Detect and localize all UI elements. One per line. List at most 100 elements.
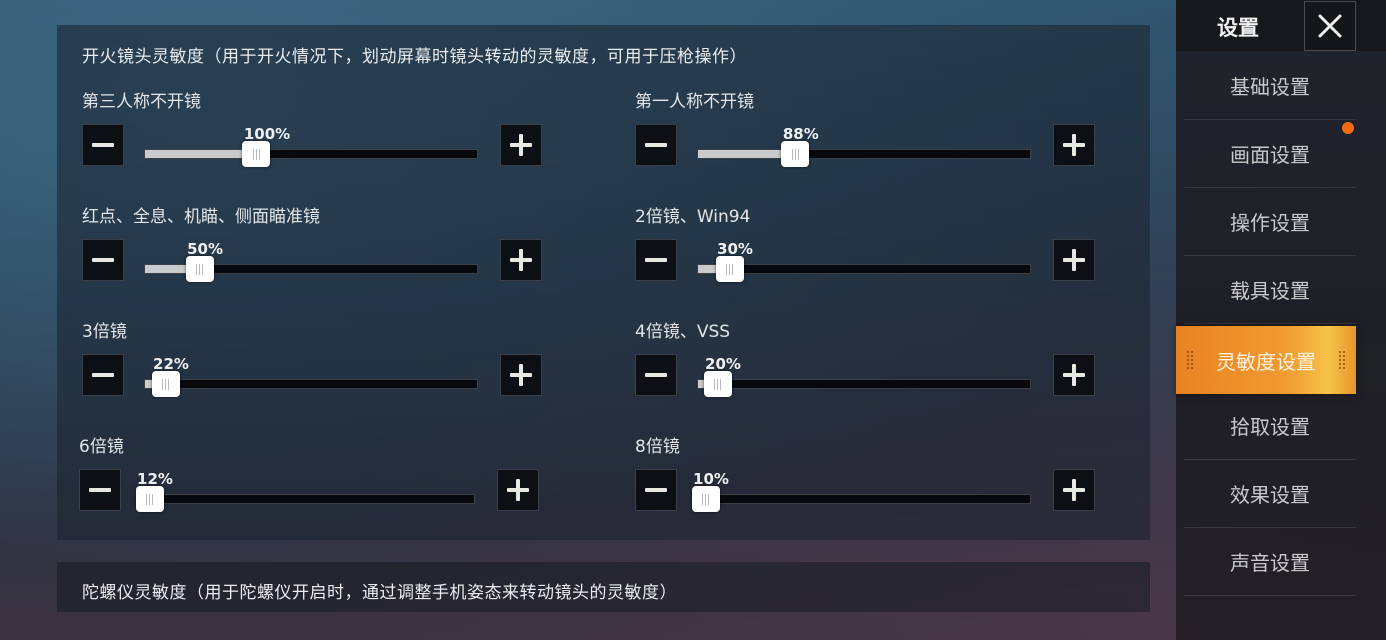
increase-button[interactable] [1053, 469, 1095, 511]
plus-icon-vertical [519, 364, 523, 386]
decrease-button[interactable] [635, 469, 677, 511]
sidebar-item-label: 载具设置 [1230, 279, 1310, 303]
plus-icon-vertical [516, 479, 520, 501]
plus-icon-vertical [519, 134, 523, 156]
slider-value: 12% [137, 470, 173, 488]
sidebar-item-7[interactable]: 声音设置 [1184, 528, 1356, 596]
sidebar-item-5[interactable]: 拾取设置 [1184, 392, 1356, 460]
minus-icon [92, 373, 114, 377]
increase-button[interactable] [1053, 239, 1095, 281]
sensitivity-slider-row: 6倍镜 12% [79, 432, 539, 527]
slider-value: 50% [187, 240, 224, 258]
gyro-sensitivity-panel[interactable]: 陀螺仪灵敏度（用于陀螺仪开启时，通过调整手机姿态来转动镜头的灵敏度） [57, 562, 1150, 612]
sidebar-item-label: 拾取设置 [1230, 415, 1310, 439]
slider-fill [145, 150, 257, 158]
close-button[interactable] [1304, 1, 1356, 51]
sidebar-item-3[interactable]: 载具设置 [1184, 256, 1356, 324]
minus-icon [645, 143, 667, 147]
slider-label: 3倍镜 [82, 322, 127, 342]
slider-track[interactable] [697, 141, 1031, 167]
sidebar-item-label: 效果设置 [1230, 483, 1310, 507]
slider-value: 22% [153, 355, 189, 373]
increase-button[interactable] [500, 354, 542, 396]
slider-thumb[interactable] [691, 486, 720, 512]
minus-icon [92, 258, 114, 262]
slider-thumb[interactable] [135, 486, 164, 512]
slider-track[interactable] [697, 371, 1031, 397]
settings-sidebar: 设置 基础设置画面设置操作设置载具设置灵敏度设置拾取设置效果设置声音设置 [1176, 0, 1386, 640]
decrease-button[interactable] [79, 469, 121, 511]
sidebar-item-6[interactable]: 效果设置 [1184, 460, 1356, 528]
grip-dots-icon [1186, 350, 1194, 370]
notification-dot [1342, 122, 1354, 134]
decrease-button[interactable] [82, 239, 124, 281]
slider-value: 20% [705, 355, 741, 373]
slider-track[interactable] [691, 486, 1031, 512]
slider-track[interactable] [697, 256, 1031, 282]
sidebar-title: 设置 [1217, 16, 1259, 40]
increase-button[interactable] [1053, 124, 1095, 166]
slider-thumb[interactable] [151, 371, 180, 397]
slider-label: 6倍镜 [79, 437, 124, 457]
decrease-button[interactable] [635, 354, 677, 396]
decrease-button[interactable] [635, 239, 677, 281]
slider-value: 30% [717, 240, 753, 258]
slider-fill [145, 265, 200, 273]
sidebar-item-1[interactable]: 画面设置 [1184, 120, 1356, 188]
slider-label: 红点、全息、机瞄、侧面瞄准镜 [82, 207, 320, 227]
slider-track[interactable] [144, 256, 478, 282]
slider-label: 8倍镜 [635, 437, 680, 457]
plus-icon-vertical [1072, 479, 1076, 501]
sidebar-item-label: 操作设置 [1230, 211, 1310, 235]
slider-label: 第一人称不开镜 [635, 92, 754, 112]
sensitivity-slider-row: 第三人称不开镜 100% [82, 87, 542, 182]
sensitivity-slider-row: 第一人称不开镜 88% [635, 87, 1095, 182]
minus-icon [645, 488, 667, 492]
slider-thumb[interactable] [715, 256, 744, 282]
slider-thumb[interactable] [781, 141, 810, 167]
plus-icon-vertical [1072, 249, 1076, 271]
sidebar-item-0[interactable]: 基础设置 [1184, 52, 1356, 120]
slider-label: 第三人称不开镜 [82, 92, 201, 112]
sidebar-item-label: 灵敏度设置 [1216, 349, 1316, 374]
sensitivity-slider-row: 2倍镜、Win94 30% [635, 202, 1095, 297]
minus-icon [92, 143, 114, 147]
sensitivity-slider-row: 4倍镜、VSS 20% [635, 317, 1095, 412]
sensitivity-slider-row: 红点、全息、机瞄、侧面瞄准镜 50% [82, 202, 542, 297]
slider-fill [698, 150, 796, 158]
slider-value: 10% [693, 470, 729, 488]
slider-track[interactable] [144, 141, 478, 167]
sidebar-item-label: 画面设置 [1230, 143, 1310, 167]
increase-button[interactable] [500, 124, 542, 166]
decrease-button[interactable] [82, 354, 124, 396]
minus-icon [645, 258, 667, 262]
minus-icon [645, 373, 667, 377]
slider-value: 100% [243, 125, 291, 143]
section-title: 陀螺仪灵敏度（用于陀螺仪开启时，通过调整手机姿态来转动镜头的灵敏度） [82, 583, 677, 603]
sidebar-item-label: 基础设置 [1230, 75, 1310, 99]
plus-icon-vertical [1072, 134, 1076, 156]
slider-track[interactable] [135, 486, 475, 512]
slider-thumb[interactable] [703, 371, 732, 397]
slider-label: 4倍镜、VSS [635, 322, 731, 342]
slider-value: 88% [782, 125, 819, 143]
slider-fill [698, 265, 730, 273]
sidebar-item-label: 声音设置 [1230, 551, 1310, 575]
close-icon [1318, 14, 1342, 38]
increase-button[interactable] [497, 469, 539, 511]
section-title: 开火镜头灵敏度（用于开火情况下，划动屏幕时镜头转动的灵敏度，可用于压枪操作） [82, 47, 747, 67]
slider-thumb[interactable] [185, 256, 214, 282]
minus-icon [89, 488, 111, 492]
fire-sensitivity-panel: 开火镜头灵敏度（用于开火情况下，划动屏幕时镜头转动的灵敏度，可用于压枪操作） 第… [57, 25, 1150, 540]
slider-thumb[interactable] [242, 141, 271, 167]
increase-button[interactable] [500, 239, 542, 281]
decrease-button[interactable] [635, 124, 677, 166]
sidebar-item-2[interactable]: 操作设置 [1184, 188, 1356, 256]
grip-dots-icon [1338, 350, 1346, 370]
slider-track[interactable] [144, 371, 478, 397]
sidebar-item-4[interactable]: 灵敏度设置 [1176, 326, 1356, 394]
increase-button[interactable] [1053, 354, 1095, 396]
decrease-button[interactable] [82, 124, 124, 166]
sensitivity-slider-row: 3倍镜 22% [82, 317, 542, 412]
slider-label: 2倍镜、Win94 [635, 207, 751, 227]
